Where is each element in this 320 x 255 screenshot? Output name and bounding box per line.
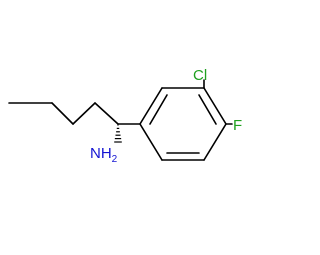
bond-chain-2 bbox=[51, 102, 74, 125]
bond-ring-4 bbox=[203, 123, 227, 161]
chlorine-label: Cl bbox=[193, 67, 207, 84]
bond-ring-double-2 bbox=[198, 94, 217, 125]
amine-subscript: 2 bbox=[112, 154, 118, 165]
molecule-structure: Cl F NH2 bbox=[8, 67, 242, 165]
bond-ring-double-1 bbox=[149, 94, 168, 125]
bond-chain-3 bbox=[72, 102, 96, 125]
fluorine-label: F bbox=[233, 117, 242, 134]
structure-canvas: Cl F NH2 bbox=[8, 67, 242, 165]
bond-ring-3 bbox=[203, 87, 227, 125]
bond-ring-6 bbox=[139, 123, 163, 161]
amine-label: NH2 bbox=[90, 145, 118, 165]
amine-nh: NH bbox=[90, 145, 112, 162]
bond-layer bbox=[8, 79, 233, 161]
bond-chain-4 bbox=[94, 102, 119, 125]
bond-ring-1 bbox=[139, 87, 163, 125]
stereo-hash-bond bbox=[114, 124, 122, 143]
